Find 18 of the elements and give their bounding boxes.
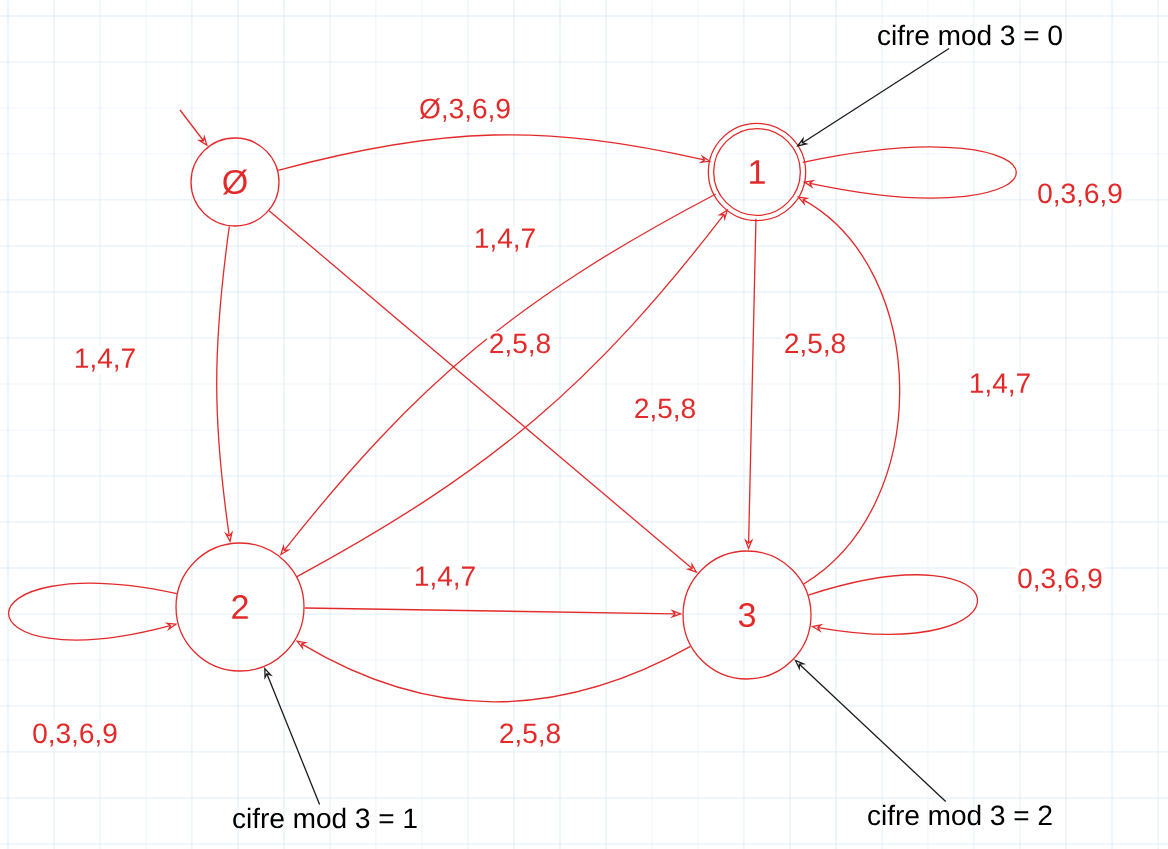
arrow [807,574,979,635]
edge-label: 0,3,6,9 [1035,181,1125,209]
edge-label: 0,3,6,9 [1015,566,1105,594]
edge-label: 1,4,7 [71,346,139,374]
edge-label: 2,5,8 [631,396,699,424]
edge-label: 1,4,7 [966,371,1034,399]
edge-label: Ø,3,6,9 [417,96,513,124]
annotation-text: cifre mod 3 = 0 [878,24,1062,46]
edge-label: 1,4,7 [411,564,479,592]
arrow [794,659,947,803]
annotation-text: cifre mod 3 = 2 [868,804,1052,826]
edge-label: 2,5,8 [781,331,849,359]
arrow [7,582,178,641]
arrow [802,146,1017,199]
edge-label: 2,5,8 [496,721,564,749]
edge-label: 0,3,6,9 [30,721,120,749]
edge-label: 2,5,8 [486,331,554,359]
annotation-text: cifre mod 3 = 1 [233,807,417,829]
